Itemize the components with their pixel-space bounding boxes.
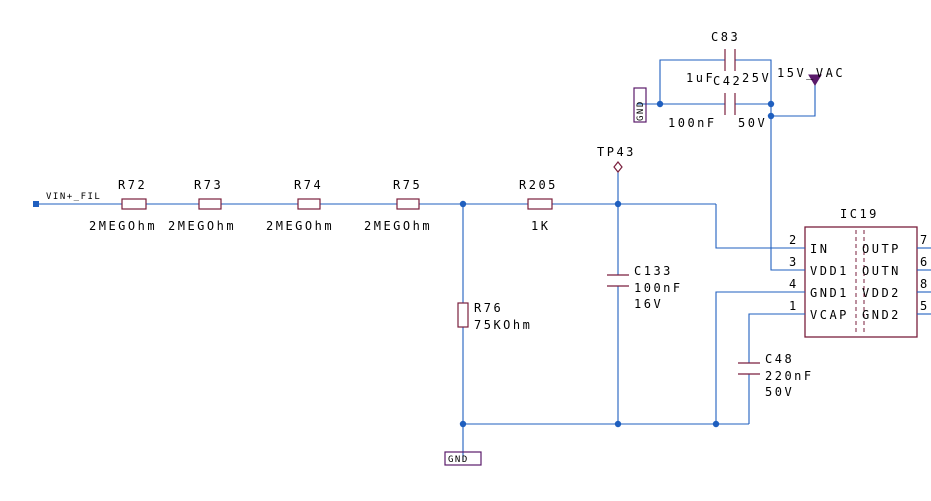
ic-pin-num: 1 [789, 299, 799, 313]
power-port-15v-vac[interactable]: 15V_VAC [777, 66, 845, 86]
ic-pin-num: 3 [789, 255, 799, 269]
ic-pin-num: 4 [789, 277, 799, 291]
capacitor-c133[interactable]: C133 100nF 16V [607, 264, 683, 311]
c83-ref: C83 [711, 30, 740, 44]
ground-bottom-label: GND [448, 455, 469, 465]
resistor-r74[interactable]: R74 2MEGOhm [266, 178, 334, 233]
r73-ref: R73 [194, 178, 223, 192]
ic-pin-name: VCAP [810, 308, 849, 322]
r74-value: 2MEGOhm [266, 219, 334, 233]
ic-pin-name: OUTN [862, 264, 901, 278]
ic-pin-num: 7 [920, 233, 930, 247]
ic-pin-num: 8 [920, 277, 930, 291]
c48-voltage: 50V [765, 385, 794, 399]
ic-pin-name: GND1 [810, 286, 849, 300]
capacitor-c83[interactable]: C83 1uF 25V [686, 30, 771, 85]
c48-ref: C48 [765, 352, 794, 366]
ic-pin-num: 6 [920, 255, 930, 269]
wires [36, 59, 816, 460]
ground-symbol-icon [444, 451, 482, 466]
tp43-label: TP43 [597, 145, 636, 159]
resistor-r75[interactable]: R75 2MEGOhm [364, 178, 432, 233]
ic-pin-num: 2 [789, 233, 799, 247]
c83-voltage: 25V [742, 71, 771, 85]
r72-ref: R72 [118, 178, 147, 192]
capacitor-c42[interactable]: C42 100nF 50V [668, 74, 767, 130]
r76-ref: R76 [474, 301, 503, 315]
power-port-label: 15V_VAC [777, 66, 845, 80]
resistor-r73[interactable]: R73 2MEGOhm [168, 178, 236, 233]
r205-ref: R205 [519, 178, 558, 192]
capacitor-c48[interactable]: C48 220nF 50V [738, 352, 814, 399]
resistor-r72[interactable]: R72 2MEGOhm [89, 178, 157, 233]
r75-ref: R75 [393, 178, 422, 192]
ic-pin-name: IN [810, 242, 829, 256]
ic-ref: IC19 [840, 207, 879, 221]
r73-value: 2MEGOhm [168, 219, 236, 233]
net-label-vin[interactable]: VIN+_FIL [33, 192, 101, 207]
c42-ref: C42 [713, 74, 742, 88]
test-point-tp43[interactable]: TP43 [597, 145, 636, 173]
resistor-r76[interactable]: R76 75KOhm [457, 301, 532, 332]
junctions [459, 100, 775, 428]
r75-value: 2MEGOhm [364, 219, 432, 233]
c42-value: 100nF [668, 116, 717, 130]
ic-body [804, 226, 918, 338]
r205-value: 1K [531, 219, 550, 233]
ic-pin-name: GND2 [862, 308, 901, 322]
c133-voltage: 16V [634, 297, 663, 311]
c133-value: 100nF [634, 281, 683, 295]
ground-top[interactable]: GND [633, 87, 647, 123]
r76-value: 75KOhm [474, 318, 532, 332]
ic-pin-name: VDD2 [862, 286, 901, 300]
ic-pin-name: OUTP [862, 242, 901, 256]
r72-value: 2MEGOhm [89, 219, 157, 233]
r74-ref: R74 [294, 178, 323, 192]
resistor-r205[interactable]: R205 1K [519, 178, 558, 233]
c83-value: 1uF [686, 71, 715, 85]
ground-bottom[interactable]: GND [444, 451, 482, 466]
ic-pin-num: 5 [920, 299, 930, 313]
net-label-text: VIN+_FIL [46, 192, 101, 202]
power-arrow-icon [808, 74, 822, 86]
ic-ic19[interactable]: IC19 2 3 4 1 IN VDD1 GND1 VCAP 7 6 8 5 O… [785, 207, 931, 338]
c48-value: 220nF [765, 369, 814, 383]
ground-top-label: GND [636, 100, 646, 121]
ground-symbol-icon [633, 87, 647, 123]
ic-pin-name: VDD1 [810, 264, 849, 278]
c133-ref: C133 [634, 264, 673, 278]
c42-voltage: 50V [738, 116, 767, 130]
